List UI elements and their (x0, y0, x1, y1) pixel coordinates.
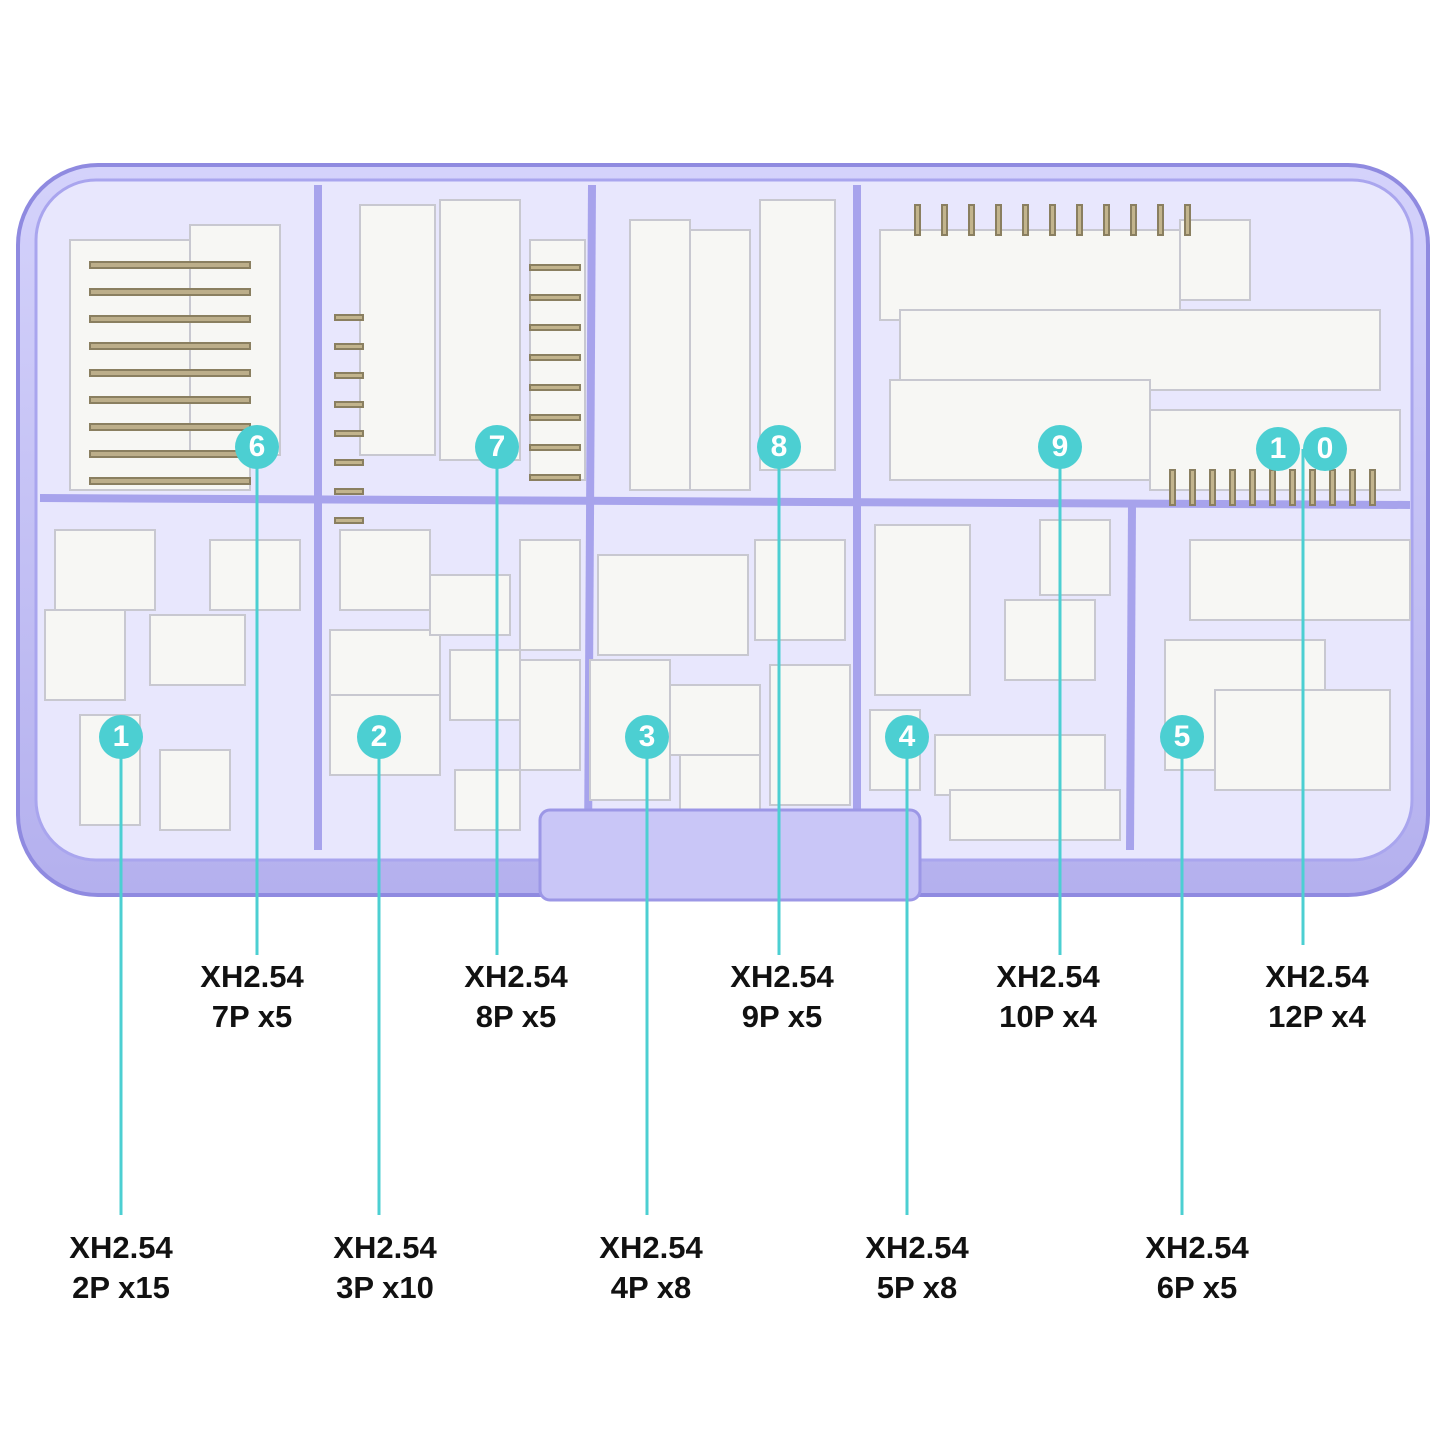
callout-marker: 3 (625, 715, 669, 759)
callout-marker: 9 (1038, 425, 1082, 469)
callout-label: XH2.54 6P x5 (1145, 1228, 1248, 1308)
connector-spec: 10P x4 (999, 999, 1097, 1034)
connector-series: XH2.54 (464, 959, 568, 994)
connector-spec: 5P x8 (876, 1270, 958, 1305)
connector-spec: 8P x5 (475, 999, 557, 1034)
callout-label: XH2.54 4P x8 (599, 1228, 702, 1308)
callout-line (255, 447, 259, 955)
connector-series: XH2.54 (333, 1230, 437, 1265)
callout-line (119, 737, 123, 1215)
callout-label: XH2.54 3P x10 (333, 1228, 436, 1308)
connector-series: XH2.54 (200, 959, 304, 994)
connector-series: XH2.54 (865, 1230, 969, 1265)
callout-marker: 7 (475, 425, 519, 469)
callout-line (495, 447, 499, 955)
callout-line (1180, 737, 1184, 1215)
callout-marker: 5 (1160, 715, 1204, 759)
connector-spec: 6P x5 (1156, 1270, 1238, 1305)
callout-marker: 1 (1256, 427, 1300, 471)
callout-label: XH2.54 8P x5 (464, 957, 567, 1037)
callout-marker: 2 (357, 715, 401, 759)
callout-marker: 4 (885, 715, 929, 759)
connector-series: XH2.54 (1145, 1230, 1249, 1265)
connector-spec: 4P x8 (610, 1270, 692, 1305)
callout-label: XH2.54 7P x5 (200, 957, 303, 1037)
callout-label: XH2.54 10P x4 (996, 957, 1099, 1037)
connector-series: XH2.54 (69, 1230, 173, 1265)
callout-line (645, 737, 649, 1215)
callout-line (905, 737, 909, 1215)
callout-line (777, 447, 781, 955)
connector-series: XH2.54 (730, 959, 834, 994)
connector-spec: 7P x5 (211, 999, 293, 1034)
callout-label: XH2.54 5P x8 (865, 1228, 968, 1308)
connector-series: XH2.54 (1265, 959, 1369, 994)
connector-spec: 2P x15 (72, 1270, 170, 1305)
callout-line (377, 737, 381, 1215)
callout-label: XH2.54 9P x5 (730, 957, 833, 1037)
callout-line (1058, 447, 1062, 955)
callout-label: XH2.54 12P x4 (1265, 957, 1368, 1037)
callout-label: XH2.54 2P x15 (69, 1228, 172, 1308)
callout-marker: 0 (1303, 427, 1347, 471)
connector-spec: 9P x5 (741, 999, 823, 1034)
callout-marker: 8 (757, 425, 801, 469)
connector-spec: 3P x10 (336, 1270, 434, 1305)
connector-series: XH2.54 (996, 959, 1100, 994)
callout-marker: 1 (99, 715, 143, 759)
callout-line (1301, 449, 1305, 945)
connector-series: XH2.54 (599, 1230, 703, 1265)
callout-marker: 6 (235, 425, 279, 469)
compartment-dividers (39, 184, 1411, 851)
connector-spec: 12P x4 (1268, 999, 1366, 1034)
